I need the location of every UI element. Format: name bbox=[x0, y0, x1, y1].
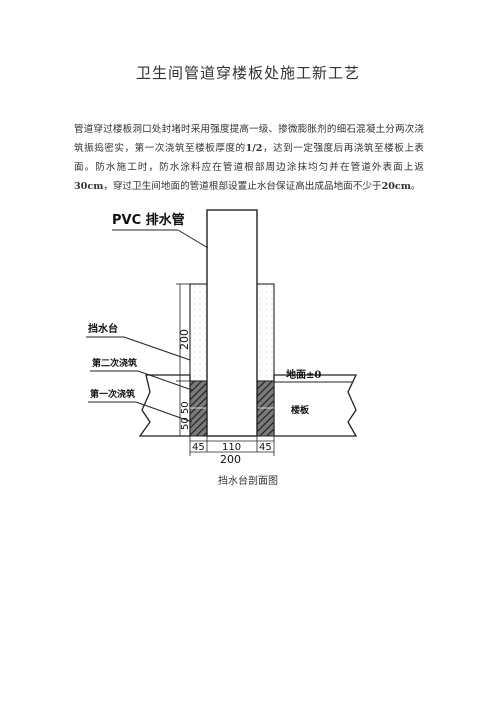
paragraph-fraction: 1/2 bbox=[245, 143, 263, 154]
paragraph-part3: ，穿过卫生间地面的管道根部设置止水台保证高出成品地面不少于 bbox=[103, 181, 382, 192]
slab-label: 楼板 bbox=[291, 404, 310, 416]
pvc-pipe bbox=[206, 209, 258, 437]
paragraph-part1: 管道穿过楼板洞口处封堵时采用强度提高一级、掺微膨胀剂的细石混凝土分两次浇筑振捣密… bbox=[74, 124, 424, 154]
right-width-dim: 45 bbox=[259, 442, 272, 453]
pipe-width-dim: 110 bbox=[222, 442, 241, 453]
left-width-dim: 45 bbox=[192, 442, 205, 453]
pvc-label: PVC 排水管 bbox=[112, 212, 185, 228]
floor-level-label: 地面±0 bbox=[286, 368, 321, 381]
section-drawing: PVC 排水管 挡水台 第二次浇筑 第一次浇筑 地面±0 楼板 200 50 5… bbox=[0, 200, 496, 470]
second-pour-leader-2 bbox=[137, 370, 193, 391]
curb-label: 挡水台 bbox=[88, 322, 118, 335]
total-width-dim: 200 bbox=[220, 453, 241, 466]
paragraph-end: 。 bbox=[410, 181, 421, 192]
page-title: 卫生间管道穿楼板处施工新工艺 bbox=[135, 64, 360, 82]
curb-leader-2 bbox=[123, 336, 191, 361]
paragraph-part2: ，达到一定强度后再浇筑至楼板上表面。防水施工时，防水涂料应在管道根部周边涂抹均匀… bbox=[74, 143, 425, 173]
paragraph-height-value: 30cm bbox=[74, 181, 104, 192]
paragraph-curb-value: 20cm bbox=[381, 181, 411, 192]
pour-depth-dim: 50 50 bbox=[180, 401, 191, 430]
figure-caption: 挡水台剖面图 bbox=[218, 476, 278, 487]
second-pour-label: 第二次浇筑 bbox=[92, 357, 137, 369]
slab-right bbox=[273, 374, 358, 437]
first-pour-left bbox=[189, 380, 208, 437]
floor-slab bbox=[138, 374, 358, 437]
first-pour-leader-2 bbox=[135, 401, 193, 423]
body-paragraph: 管道穿过楼板洞口处封堵时采用强度提高一级、掺微膨胀剂的细石混凝土分两次浇筑振捣密… bbox=[74, 120, 424, 196]
pvc-leader-2 bbox=[177, 229, 209, 249]
section-drawing-svg: PVC 排水管 挡水台 第二次浇筑 第一次浇筑 地面±0 楼板 200 50 5… bbox=[86, 209, 358, 466]
first-pour-label: 第一次浇筑 bbox=[90, 388, 135, 400]
first-pour-right bbox=[256, 380, 275, 437]
curb-height-dim: 200 bbox=[178, 329, 191, 350]
